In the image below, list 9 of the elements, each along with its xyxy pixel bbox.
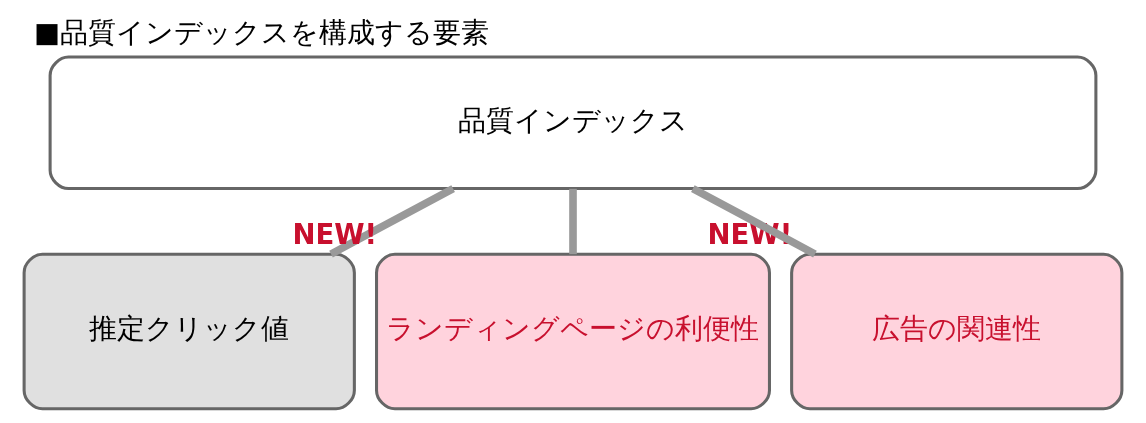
node-box: ランディングページの利便性 bbox=[375, 252, 771, 411]
connector bbox=[329, 185, 455, 258]
node-box: 品質インデックス bbox=[48, 55, 1098, 191]
node-box: 推定クリック値 bbox=[22, 252, 356, 411]
node-label: NEW! bbox=[292, 218, 378, 251]
connector bbox=[569, 188, 577, 255]
node-box: 広告の関連性 bbox=[790, 252, 1124, 411]
diagram-title: ■品質インデックスを構成する要素 bbox=[34, 16, 490, 49]
connector bbox=[691, 185, 817, 258]
